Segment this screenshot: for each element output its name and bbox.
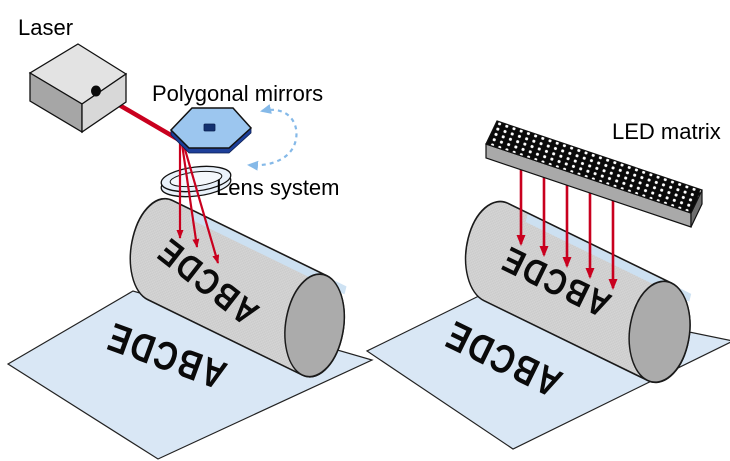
mirror-center-mark	[203, 123, 216, 132]
label-led-matrix: LED matrix	[612, 119, 721, 144]
scan-beams	[176, 142, 220, 264]
drum-left: ABCDE	[129, 197, 347, 378]
laser-box-front-face	[81, 72, 127, 134]
label-polygonal-mirrors: Polygonal mirrors	[152, 81, 323, 106]
scan-beam-3	[182, 145, 220, 264]
led-bar-dot-face	[485, 120, 703, 214]
led-matrix-bar	[485, 120, 703, 228]
mirror-rotation-arrow	[247, 104, 298, 171]
drum-right-end-cap	[628, 280, 691, 384]
label-lens-system: Lens system	[216, 175, 340, 200]
label-laser: Laser	[18, 15, 73, 40]
lens-inner-glass	[169, 170, 223, 188]
laser-box	[28, 43, 128, 134]
laser-aperture	[91, 85, 101, 97]
drum-left-highlight	[189, 211, 347, 295]
polygonal-mirror	[169, 107, 253, 154]
drum-left-end-cap	[284, 273, 346, 378]
scan-beam-2	[180, 143, 200, 248]
lens-system	[160, 165, 232, 198]
